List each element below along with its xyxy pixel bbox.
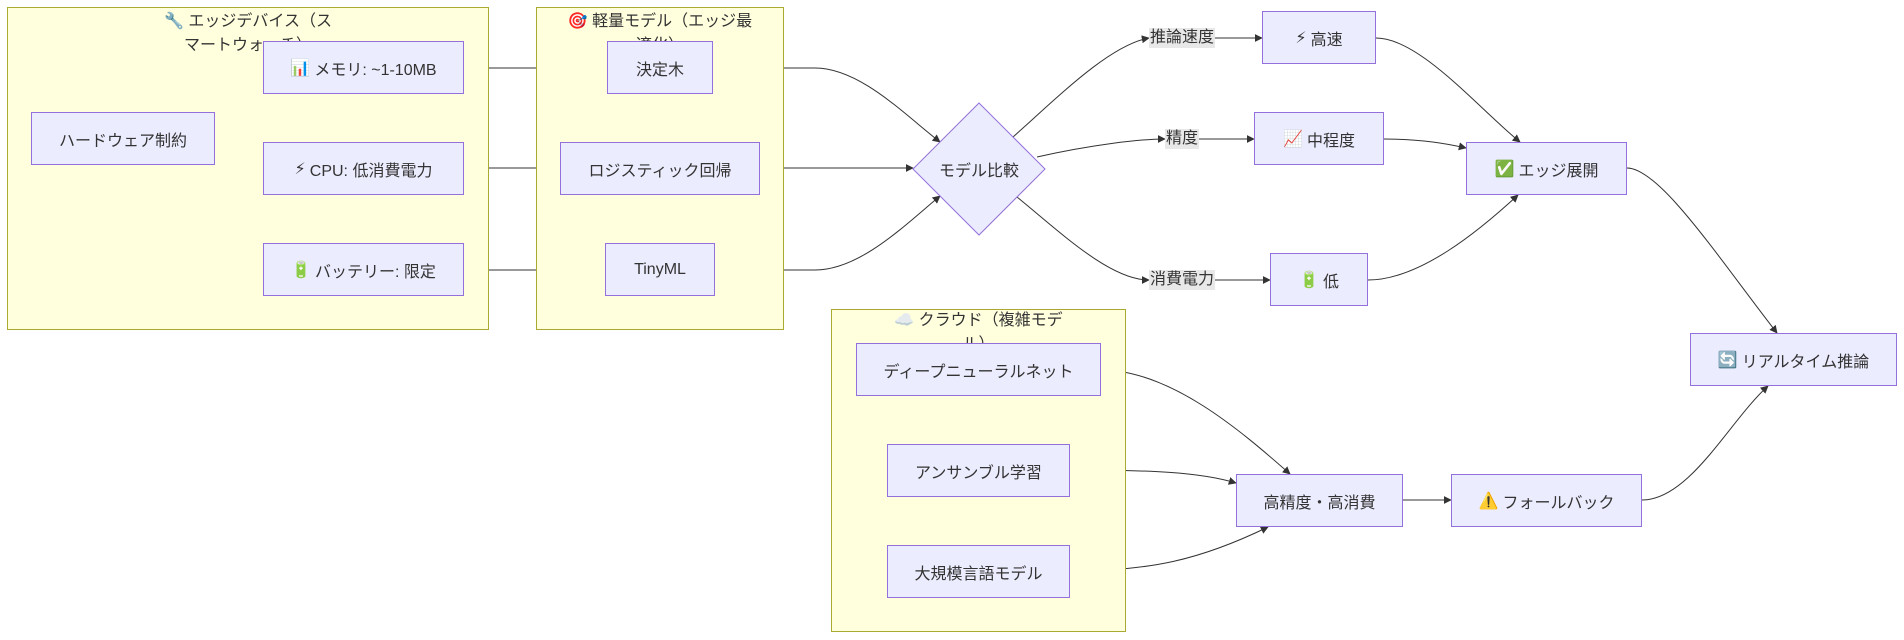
node-dnn-label: ディープニューラルネット (883, 363, 1074, 381)
node-memory-label: メモリ: ~1-10MB (314, 61, 437, 79)
edge-deploy-realtime (1626, 167, 1778, 334)
target-icon: 🎯 (567, 13, 588, 30)
node-fallback-label: フォールバック (1502, 494, 1615, 512)
edge-fast-deploy (1375, 37, 1521, 143)
node-logistic-regression-label: ロジスティック回帰 (588, 162, 732, 180)
edge-decision-tree-compare (713, 67, 941, 143)
node-realtime-inference-label: リアルタイム推論 (1741, 353, 1870, 371)
node-medium[interactable]: 📈 中程度 (1254, 112, 1384, 165)
node-decision-tree-label: 決定木 (635, 61, 684, 79)
node-high-cost[interactable]: 高精度・高消費 (1236, 474, 1403, 527)
edge-tinyml-compare (715, 195, 941, 271)
node-decision-tree[interactable]: 決定木 (607, 41, 713, 94)
node-low-label: 低 (1322, 273, 1339, 291)
lightning-icon: ⚡ (1295, 29, 1307, 47)
edge-label-speed: 推論速度 (1149, 28, 1216, 48)
bar-chart-icon: 📊 (290, 59, 311, 77)
node-high-cost-label: 高精度・高消費 (1263, 494, 1376, 512)
node-fast[interactable]: ⚡ 高速 (1262, 11, 1376, 64)
node-logistic-regression[interactable]: ロジスティック回帰 (560, 142, 760, 195)
node-llm[interactable]: 大規模言語モデル (887, 545, 1070, 598)
node-memory[interactable]: 📊 メモリ: ~1-10MB (263, 41, 464, 94)
node-tinyml[interactable]: TinyML (605, 243, 715, 296)
node-edge-deploy[interactable]: ✅ エッジ展開 (1466, 142, 1627, 195)
node-realtime-inference[interactable]: 🔄 リアルタイム推論 (1690, 333, 1897, 386)
check-icon: ✅ (1494, 160, 1515, 178)
node-model-compare[interactable] (912, 102, 1046, 236)
edge-compare-accuracy (1036, 135, 1166, 158)
node-dnn[interactable]: ディープニューラルネット (856, 343, 1101, 396)
node-cpu-label: CPU: 低消費電力 (309, 162, 433, 180)
edge-low-deploy (1367, 194, 1519, 281)
lightning-icon: ⚡ (294, 160, 306, 178)
node-fallback[interactable]: ⚠️ フォールバック (1451, 474, 1642, 527)
edge-label-accuracy: 精度 (1165, 129, 1200, 149)
edge-medium-deploy (1383, 138, 1467, 151)
node-edge-deploy-label: エッジ展開 (1518, 162, 1599, 180)
refresh-icon: 🔄 (1717, 351, 1738, 369)
node-llm-label: 大規模言語モデル (914, 565, 1043, 583)
node-hardware-constraints[interactable]: ハードウェア制約 (31, 112, 215, 165)
node-cpu[interactable]: ⚡ CPU: 低消費電力 (263, 142, 464, 195)
node-battery-label: バッテリー: 限定 (315, 263, 436, 281)
cloud-icon: ☁️ (894, 312, 915, 329)
edge-dnn-highcost (1100, 369, 1291, 475)
node-ensemble-label: アンサンブル学習 (915, 464, 1042, 482)
edge-label-power: 消費電力 (1149, 270, 1216, 290)
node-low[interactable]: 🔋 低 (1270, 253, 1368, 306)
battery-icon: 🔋 (291, 261, 311, 279)
node-tinyml-label: TinyML (634, 260, 686, 278)
node-ensemble[interactable]: アンサンブル学習 (887, 444, 1070, 497)
battery-icon: 🔋 (1299, 271, 1319, 289)
wrench-icon: 🔧 (164, 13, 184, 30)
node-hardware-constraints-label: ハードウェア制約 (58, 132, 187, 150)
model-compare-diamond (912, 102, 1046, 236)
warning-icon: ⚠️ (1478, 492, 1499, 510)
edge-compare-power (1016, 196, 1150, 284)
node-model-compare-label: モデル比較 (938, 163, 1020, 180)
trend-up-icon: 📈 (1283, 130, 1303, 148)
node-medium-label: 中程度 (1306, 132, 1355, 150)
node-battery[interactable]: 🔋 バッテリー: 限定 (263, 243, 464, 296)
node-fast-label: 高速 (1310, 31, 1343, 49)
edge-fallback-realtime (1641, 385, 1769, 501)
edge-compare-speed (1012, 35, 1150, 138)
